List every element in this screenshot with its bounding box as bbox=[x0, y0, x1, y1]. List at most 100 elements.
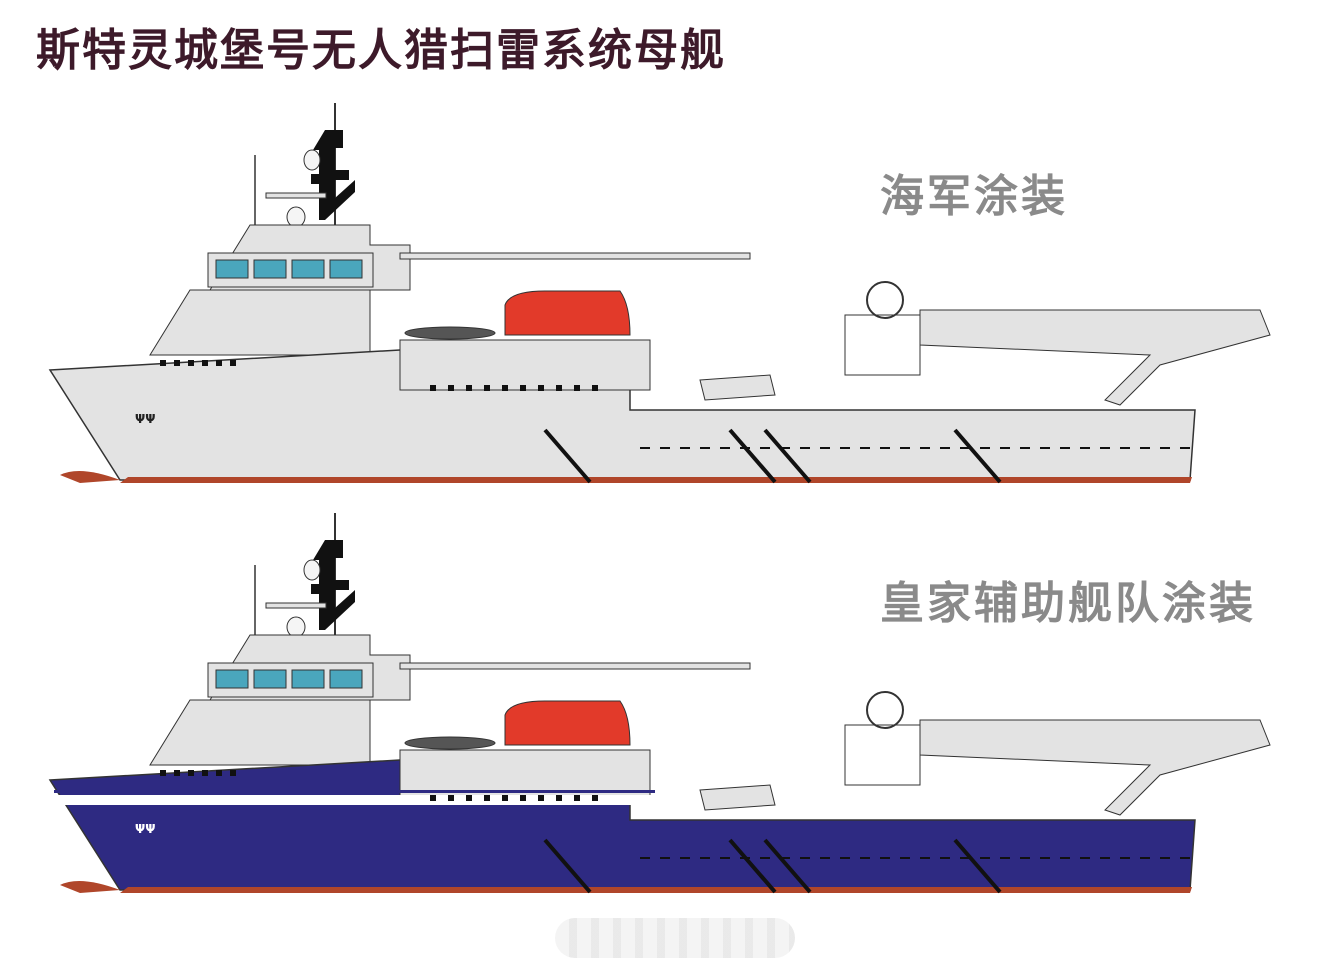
porthole bbox=[502, 795, 508, 801]
porthole bbox=[466, 795, 472, 801]
waterline-dash bbox=[640, 857, 650, 859]
porthole bbox=[556, 385, 562, 391]
porthole bbox=[592, 385, 598, 391]
porthole bbox=[230, 360, 236, 366]
radar-dome-icon bbox=[303, 149, 321, 171]
waterline-dash bbox=[840, 857, 850, 859]
bow-wave bbox=[60, 881, 120, 893]
porthole bbox=[520, 795, 526, 801]
radar-dome-icon bbox=[286, 616, 306, 638]
waterline-dash bbox=[960, 857, 970, 859]
waterline-dash bbox=[680, 447, 690, 449]
porthole bbox=[202, 360, 208, 366]
waterline-dash bbox=[1180, 447, 1190, 449]
porthole bbox=[216, 770, 222, 776]
porthole bbox=[160, 770, 166, 776]
waterline-dash bbox=[1140, 447, 1150, 449]
porthole bbox=[520, 385, 526, 391]
porthole bbox=[538, 385, 544, 391]
porthole bbox=[484, 795, 490, 801]
porthole bbox=[556, 795, 562, 801]
anchor-chain bbox=[728, 428, 777, 484]
waterline-dash bbox=[820, 447, 830, 449]
rhib-icon bbox=[404, 326, 496, 340]
waterline-dash bbox=[940, 447, 950, 449]
rhib-icon bbox=[404, 736, 496, 750]
waterline-dash bbox=[840, 447, 850, 449]
waterline-dash bbox=[1040, 857, 1050, 859]
bridge-window bbox=[215, 669, 249, 689]
flight-deck-roof bbox=[399, 252, 751, 260]
navy-livery-ship: ΨΨ bbox=[48, 103, 1271, 484]
lifeboat-icon bbox=[504, 700, 631, 746]
waterline-dash bbox=[640, 447, 650, 449]
radar-antenna bbox=[265, 602, 327, 609]
porthole bbox=[216, 360, 222, 366]
watermark bbox=[555, 918, 795, 958]
waterline-dash bbox=[720, 447, 730, 449]
boot-top bbox=[120, 887, 1192, 893]
boot-top bbox=[120, 477, 1192, 483]
crane-icon bbox=[699, 784, 776, 811]
waterline-dash bbox=[1100, 857, 1110, 859]
waterline-dash bbox=[1020, 447, 1030, 449]
porthole bbox=[174, 360, 180, 366]
waterline-dash bbox=[700, 447, 710, 449]
waterline-dash bbox=[660, 447, 670, 449]
porthole bbox=[160, 360, 166, 366]
waterline-dash bbox=[880, 857, 890, 859]
bridge-window bbox=[291, 259, 325, 279]
waterline-dash bbox=[880, 447, 890, 449]
flight-deck-roof bbox=[399, 662, 751, 670]
waterline-dash bbox=[980, 447, 990, 449]
bow-wave bbox=[60, 471, 120, 483]
winch-drum bbox=[866, 281, 904, 319]
waterline-dash bbox=[780, 857, 790, 859]
navy-scheme-label: 海军涂装 bbox=[880, 171, 1068, 222]
crane-tower bbox=[844, 724, 921, 786]
a-frame-icon bbox=[919, 719, 1271, 816]
rfa-band bbox=[54, 790, 655, 793]
waterline-dash bbox=[720, 857, 730, 859]
radar-antenna bbox=[265, 192, 327, 199]
crane-tower bbox=[844, 314, 921, 376]
hangar-block bbox=[399, 339, 651, 391]
bridge-window bbox=[329, 669, 363, 689]
anchor-chain bbox=[728, 838, 777, 894]
waterline-dash bbox=[760, 447, 770, 449]
ship-drawing: ΨΨ bbox=[48, 103, 1271, 484]
waterline-dash bbox=[1080, 447, 1090, 449]
anchor-chain bbox=[953, 838, 1002, 894]
waterline-dash bbox=[1000, 447, 1010, 449]
porthole bbox=[202, 770, 208, 776]
porthole bbox=[448, 385, 454, 391]
waterline-dash bbox=[980, 857, 990, 859]
forward-superstructure bbox=[149, 699, 371, 766]
rfa-livery-ship: ΨΨ bbox=[48, 513, 1271, 894]
forward-superstructure bbox=[149, 289, 371, 356]
porthole bbox=[484, 385, 490, 391]
porthole bbox=[430, 795, 436, 801]
waterline-dash bbox=[860, 857, 870, 859]
waterline-dash bbox=[800, 447, 810, 449]
waterline-dash bbox=[940, 857, 950, 859]
waterline-dash bbox=[760, 857, 770, 859]
waterline-dash bbox=[900, 857, 910, 859]
porthole bbox=[574, 795, 580, 801]
waterline-dash bbox=[1080, 857, 1090, 859]
rfa-scheme-label: 皇家辅助舰队涂装 bbox=[880, 578, 1256, 629]
waterline-dash bbox=[1140, 857, 1150, 859]
waterline-dash bbox=[860, 447, 870, 449]
anchor-chain bbox=[763, 838, 812, 894]
waterline-dash bbox=[960, 447, 970, 449]
waterline-dash bbox=[1160, 857, 1170, 859]
waterline-dash bbox=[820, 857, 830, 859]
mast-icon bbox=[311, 540, 355, 630]
porthole bbox=[502, 385, 508, 391]
porthole bbox=[188, 770, 194, 776]
bridge-window bbox=[291, 669, 325, 689]
anchor-chain bbox=[543, 428, 592, 484]
rfa-stripe bbox=[54, 795, 655, 805]
waterline-dash bbox=[680, 857, 690, 859]
anchor-chain bbox=[543, 838, 592, 894]
